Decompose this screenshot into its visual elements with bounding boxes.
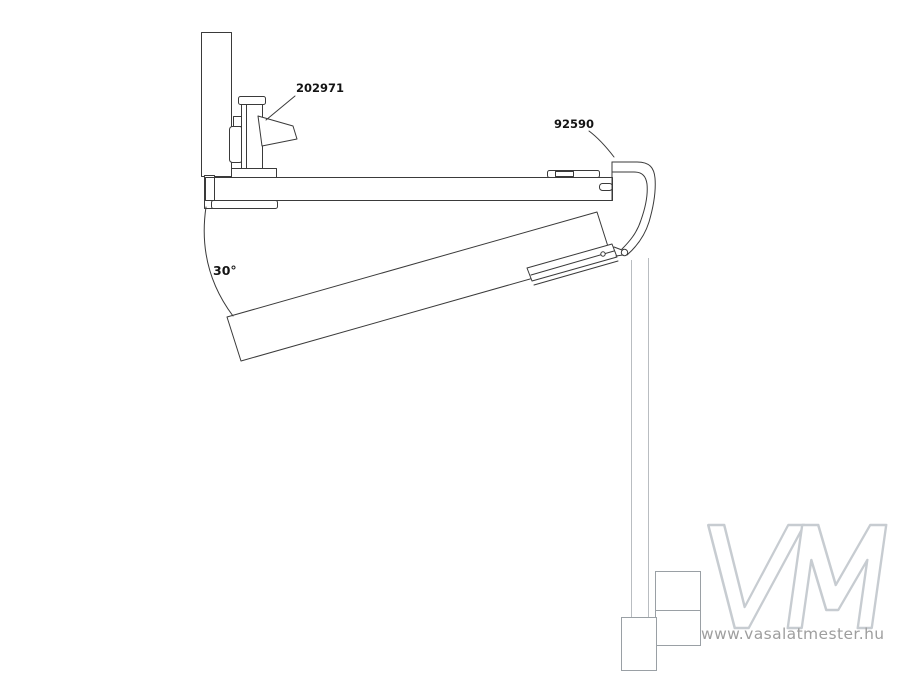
part-label-bracket: 92590 bbox=[554, 117, 594, 131]
support-rod bbox=[631, 258, 649, 617]
vm-logo-icon: VM bbox=[707, 523, 888, 630]
fold-angle-annotation: 30° bbox=[203, 206, 237, 317]
part-annotation-bracket: 92590 bbox=[554, 117, 615, 158]
leader-line-clamp bbox=[265, 95, 296, 121]
part-label-clamp: 202971 bbox=[296, 81, 344, 95]
angle-arc bbox=[203, 206, 234, 317]
wall-mount-blocks bbox=[621, 571, 701, 671]
bracket-arm bbox=[526, 243, 618, 282]
folding-bracket bbox=[526, 161, 656, 286]
angle-label: 30° bbox=[213, 263, 237, 278]
part-annotation-clamp: 202971 bbox=[265, 81, 344, 121]
leader-line-bracket bbox=[588, 130, 615, 158]
clamp-handle bbox=[257, 115, 298, 147]
wall-post bbox=[201, 32, 232, 177]
website-url: www.vasalatmester.hu bbox=[701, 625, 885, 643]
table-frame-horizontal bbox=[204, 161, 613, 209]
bracket-pivot bbox=[620, 248, 629, 257]
table-leaf-tilted bbox=[226, 211, 612, 362]
watermark: VM www.vasalatmester.hu bbox=[701, 523, 888, 643]
table-clamp bbox=[229, 96, 298, 178]
